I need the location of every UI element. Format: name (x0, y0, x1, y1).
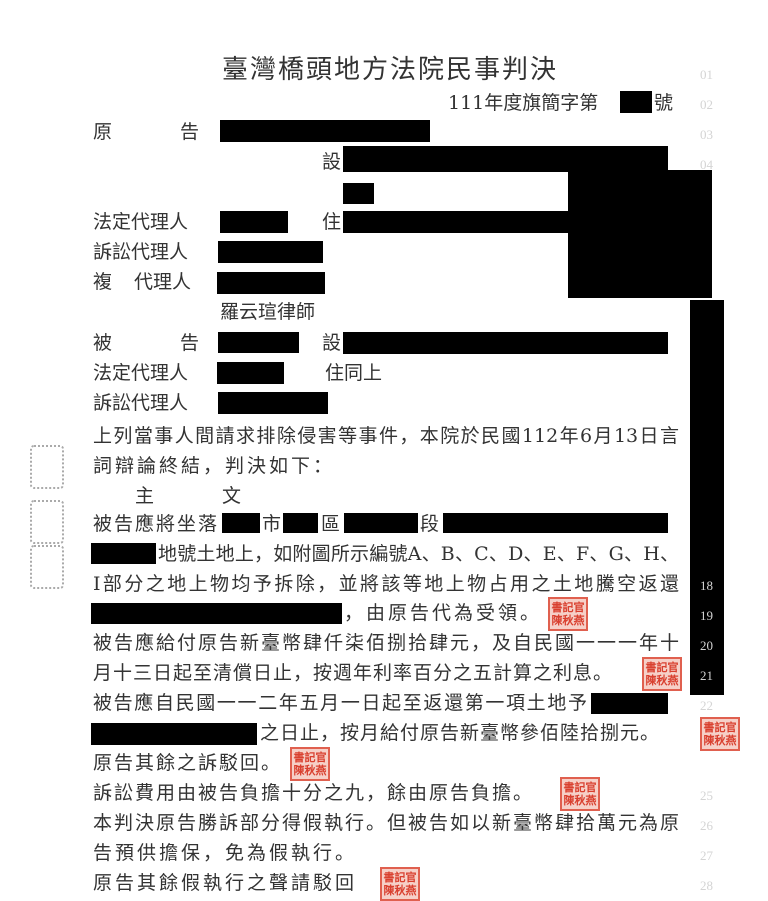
redaction (222, 513, 260, 533)
seal-name: 陳秋燕 (645, 674, 679, 687)
seal-name: 陳秋燕 (551, 614, 585, 627)
ruling-2: 月十三日起至清償日止，按週年利率百分之五計算之利息。 (93, 662, 614, 684)
document-title: 臺灣橋頭地方法院民事判決 (222, 55, 559, 85)
seal-title: 書記官 (703, 721, 737, 734)
line-number: 03 (700, 127, 713, 142)
line-number: 25 (700, 788, 713, 803)
seal-title: 書記官 (563, 781, 597, 794)
litigation-rep-label: 訴訟代理人 (93, 241, 189, 263)
plaintiff-label: 告 (180, 121, 200, 143)
redaction (217, 272, 325, 294)
ruling-6: 告預供擔保，免為假執行。 (93, 842, 358, 864)
ruling-1-section: 段 (420, 513, 440, 535)
seal-title: 書記官 (551, 601, 585, 614)
clerk-seal: 書記官陳秋燕 (560, 777, 600, 811)
seal-name: 陳秋燕 (383, 884, 417, 897)
main-heading: 文 (222, 485, 242, 507)
ruling-3: 被告應自民國一一二年五月一日起至返還第一項土地予 (93, 692, 587, 714)
main-heading: 主 (135, 485, 155, 507)
redaction (218, 241, 323, 263)
ruling-1: 被告應將坐落 (93, 513, 220, 535)
seal-title: 書記官 (383, 871, 417, 884)
defendant-label: 被 (93, 332, 113, 354)
line-number: 21 (700, 668, 713, 683)
ruling-3: 之日止，按月給付原告新臺幣參佰陸拾捌元。 (260, 722, 661, 744)
lawyer-name: 羅云瑄律師 (220, 301, 316, 323)
ruling-6: 本判決原告勝訴部分得假執行。但被告如以新臺幣肆拾萬元為原 (93, 812, 679, 834)
seal-title: 書記官 (645, 661, 679, 674)
ruling-5: 訴訟費用由被告負擔十分之九，餘由原告負擔。 (93, 782, 535, 804)
sub-rep-label: 代理人 (134, 271, 192, 293)
clerk-seal: 書記官陳秋燕 (548, 597, 588, 631)
defendant-label: 告 (180, 332, 200, 354)
redaction (217, 362, 284, 384)
redaction (91, 603, 342, 624)
ruling-2: 被告應給付原告新臺幣肆仟柒佰捌拾肆元，及自民國一一一年十 (93, 632, 679, 654)
redaction (91, 543, 156, 564)
binding-hole (30, 545, 64, 589)
line-number: 02 (700, 97, 713, 112)
redaction (344, 513, 418, 533)
case-number-prefix: 111年度旗簡字第 (448, 92, 599, 114)
redaction (220, 120, 430, 142)
line-number: 28 (700, 878, 713, 893)
redaction (443, 513, 668, 533)
seal-name: 陳秋燕 (293, 764, 327, 777)
line-number: 27 (700, 848, 713, 863)
redaction (343, 183, 374, 204)
line-number: 19 (700, 608, 713, 623)
clerk-seal: 書記官陳秋燕 (290, 747, 330, 781)
ruling-1: 地號土地上，如附圖所示編號A、B、C、D、E、F、G、H、 (158, 543, 679, 565)
resides-label: 住 (322, 211, 342, 233)
ruling-1: I部分之地上物均予拆除，並將該等地上物占用之土地騰空返還 (93, 573, 679, 595)
intro-line: 上列當事人間請求排除侵害等事件，本院於民國112年6月13日言 (93, 425, 679, 447)
clerk-seal: 書記官陳秋燕 (642, 657, 682, 691)
same-address: 住同上 (325, 362, 383, 384)
redaction (620, 91, 652, 113)
line-number: 04 (700, 157, 713, 172)
redaction (283, 513, 318, 533)
sub-rep-label: 複 (93, 271, 113, 293)
redaction (343, 332, 668, 354)
redaction (568, 170, 712, 298)
redaction (218, 392, 328, 414)
intro-line: 詞辯論終結，判決如下： (93, 455, 336, 477)
defendant-located-at-label: 設 (322, 332, 342, 354)
defendant-legal-rep-label: 法定代理人 (93, 362, 189, 384)
line-number: 26 (700, 818, 713, 833)
ruling-1: ，由原告代為受領。 (344, 602, 543, 624)
ruling-1-district: 區 (321, 513, 341, 535)
redaction (91, 723, 257, 745)
seal-title: 書記官 (293, 751, 327, 764)
line-number: 01 (700, 67, 713, 82)
ruling-7: 原告其餘假執行之聲請駁回 (93, 872, 358, 894)
redaction (220, 211, 288, 233)
redaction (343, 211, 573, 233)
plaintiff-label: 原 (93, 121, 113, 143)
binding-hole (30, 500, 64, 544)
seal-name: 陳秋燕 (563, 794, 597, 807)
line-number: 20 (700, 638, 713, 653)
legal-rep-label: 法定代理人 (93, 211, 189, 233)
line-number: 18 (700, 578, 713, 593)
redaction (690, 300, 724, 695)
located-at-label: 設 (322, 151, 342, 173)
redaction (343, 146, 668, 172)
redaction (218, 332, 299, 353)
ruling-1-city: 市 (262, 513, 282, 535)
defendant-litigation-rep-label: 訴訟代理人 (93, 392, 189, 414)
clerk-seal: 書記官陳秋燕 (380, 867, 420, 901)
seal-name: 陳秋燕 (703, 734, 737, 747)
binding-hole (30, 445, 64, 489)
case-number-suffix: 號 (654, 92, 674, 114)
ruling-4: 原告其餘之訴駁回。 (93, 752, 283, 774)
redaction (591, 693, 668, 714)
line-number: 22 (700, 698, 713, 713)
clerk-seal: 書記官陳秋燕 (700, 717, 740, 751)
